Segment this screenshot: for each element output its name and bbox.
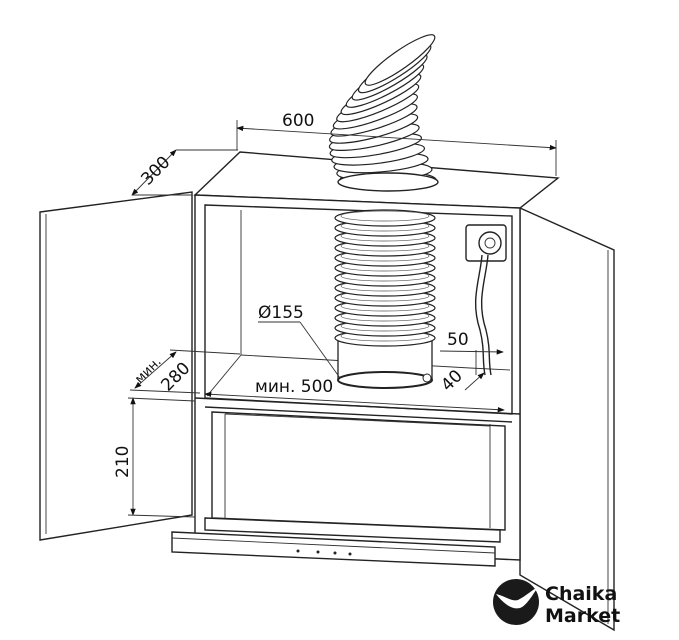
socket-offset-dimension-line — [439, 349, 504, 355]
logo-line2: Market — [545, 605, 620, 627]
height-dimension: 210 — [113, 446, 133, 478]
diameter-leader-line — [299, 321, 341, 379]
hood-body — [204, 517, 501, 543]
extension-line — [169, 349, 241, 355]
lower-opening — [211, 411, 506, 531]
extension-line — [127, 397, 196, 402]
control-button — [296, 549, 300, 553]
duct-diameter-label: Ø155 — [258, 303, 304, 323]
socket-offset-dimension: 50 — [447, 330, 469, 350]
hose-rib — [364, 34, 436, 86]
control-button — [348, 552, 352, 556]
lower-opening-edge — [224, 413, 491, 427]
hose-rib-inner — [340, 210, 430, 222]
hood-panel — [171, 517, 501, 567]
min-width-dimension-line — [204, 391, 505, 413]
hose-rib — [334, 209, 436, 227]
width-dimension: 600 — [282, 111, 314, 131]
socket-plug — [484, 237, 496, 249]
hose-rib — [337, 172, 439, 192]
socket-gap-dimension-line — [464, 372, 485, 391]
socket-plate — [465, 224, 507, 262]
width-dimension-line — [236, 125, 557, 151]
depth-dimension-line — [131, 149, 177, 196]
power-socket — [465, 224, 507, 376]
extension-line — [129, 389, 201, 394]
extension-line — [127, 514, 196, 518]
back-wall-edge — [206, 354, 242, 397]
control-button — [316, 550, 320, 554]
left-door — [39, 191, 193, 541]
clamp-screw — [422, 373, 432, 383]
min-depth-dimension-line — [134, 351, 177, 389]
power-cable — [480, 254, 492, 376]
socket-outlet — [478, 231, 502, 255]
hood-strip-edge — [171, 537, 496, 554]
chaika-market-logo: Chaika Market — [493, 579, 620, 627]
power-cable — [474, 254, 486, 376]
hose-clamp — [337, 371, 433, 389]
hood-front-strip — [171, 531, 496, 567]
seagull-icon — [496, 587, 538, 609]
min-width-dimension: мин. 500 — [255, 377, 333, 397]
logo-line1: Chaika — [545, 583, 617, 605]
control-button — [333, 551, 337, 555]
right-door — [519, 206, 615, 632]
